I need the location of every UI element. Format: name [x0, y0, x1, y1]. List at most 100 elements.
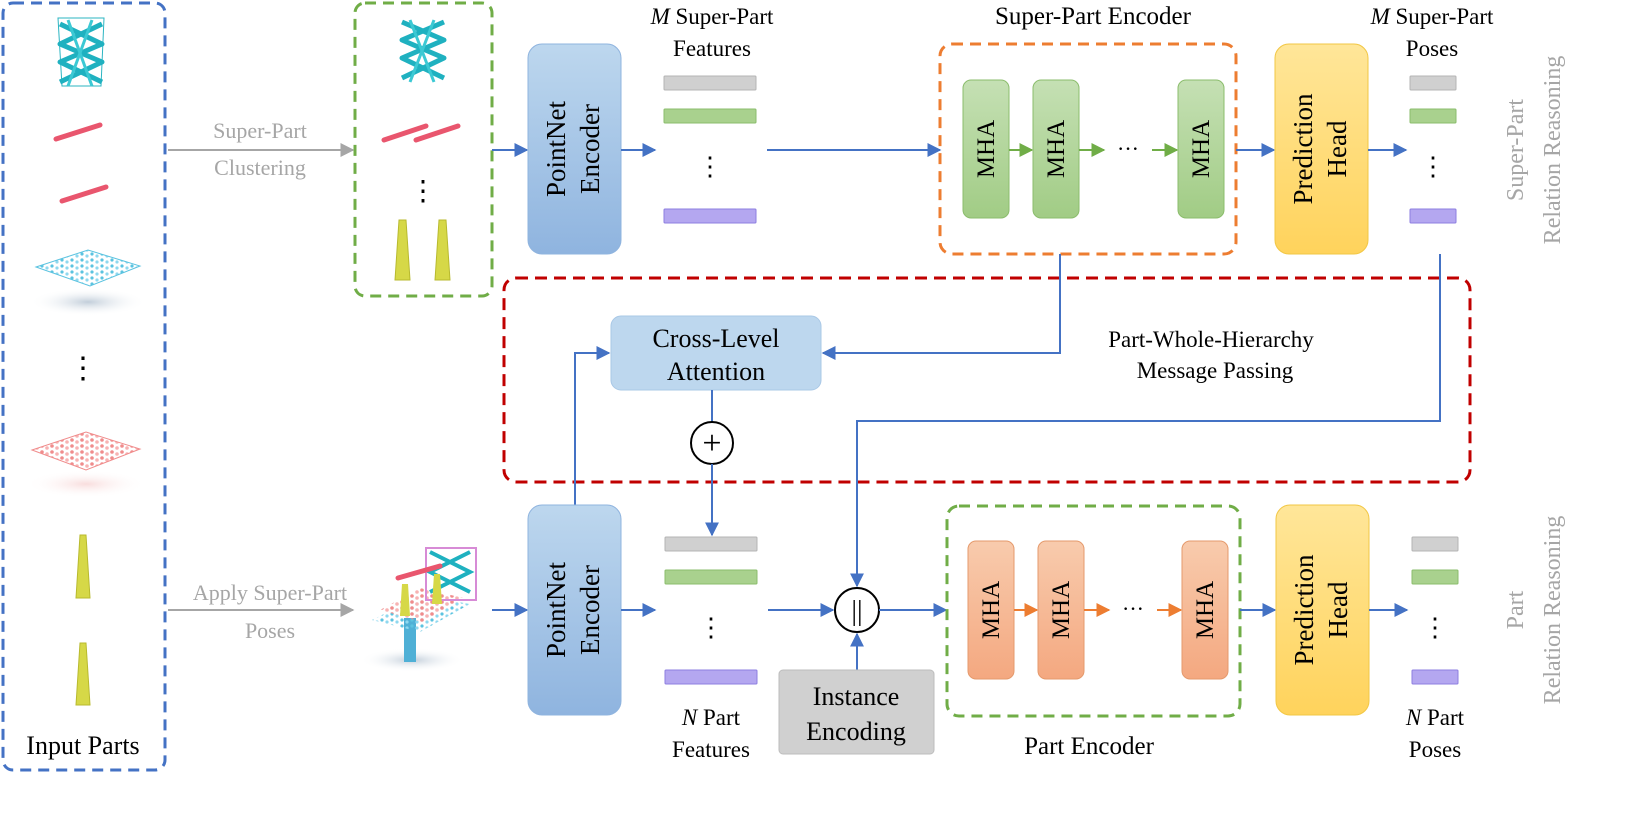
super-part-features-stack: ⋮	[663, 75, 757, 224]
cross-level-line2: Attention	[667, 357, 765, 386]
apply-poses-label-line2: Poses	[245, 618, 295, 643]
pose-bar-gray	[1409, 75, 1457, 91]
svg-text:M Super-Part: M Super-Part	[1370, 4, 1494, 29]
svg-text:MHA: MHA	[1192, 581, 1219, 639]
part-poses-stack: ⋮	[1411, 536, 1459, 685]
super-poses-header: M Super-Part Poses	[1370, 4, 1494, 61]
pointnet-top-line2: Encoder	[575, 104, 605, 194]
part-poses-footer: N Part Poses	[1405, 705, 1465, 762]
part-poses-line1: Part	[1421, 705, 1464, 730]
pose-bar-purple	[1409, 208, 1457, 224]
part-poses-symbol: N	[1405, 705, 1423, 730]
plus-symbol: +	[702, 425, 721, 462]
clustering-label-line1: Super-Part	[213, 118, 307, 143]
feature-bar-green	[663, 108, 757, 124]
pointnet-bottom-line2: Encoder	[575, 565, 605, 655]
svg-text:MHA: MHA	[978, 581, 1005, 639]
mha-block-bottom-2: MHA	[1037, 540, 1085, 680]
super-part-clusters-group: ⋮	[353, 1, 494, 298]
cluster-leg-icon	[394, 219, 411, 281]
feature-bar-purple	[663, 208, 757, 224]
cluster-armrest-icon	[413, 123, 461, 143]
head-top-line1: Prediction	[1288, 93, 1318, 204]
feature-bar-purple	[664, 669, 758, 685]
cluster-armrest-icon	[381, 123, 429, 143]
input-parts-dots: ⋮	[68, 352, 98, 385]
part-leg-icon	[75, 642, 91, 706]
instance-encoding: Instance Encoding	[778, 669, 935, 755]
concat-node: ||	[834, 587, 880, 633]
pose-bar-purple	[1411, 669, 1459, 685]
message-passing-line1: Part-Whole-Hierarchy	[1108, 327, 1314, 352]
cluster-chair-back-icon	[399, 19, 447, 83]
side-bottom-line2: Relation Reasoning	[1540, 516, 1566, 705]
svg-text:M Super-Part: M Super-Part	[650, 4, 774, 29]
part-leg-icon	[75, 534, 91, 599]
pose-bar-gray	[1411, 536, 1459, 552]
super-poses-line2: Poses	[1406, 36, 1458, 61]
plus-node: +	[690, 421, 734, 465]
arrow-pointnet-to-cross	[574, 346, 611, 505]
instance-encoding-line1: Instance	[813, 682, 900, 711]
clustering-label-line2: Clustering	[214, 155, 306, 180]
input-parts-group: ⋮ Input Parts	[1, 1, 167, 772]
pointnet-top-line1: PointNet	[541, 101, 571, 198]
svg-text:MHA: MHA	[1048, 581, 1075, 639]
super-features-line2: Features	[673, 36, 751, 61]
feature-bar-gray	[664, 536, 758, 552]
svg-text:N Part: N Part	[1405, 705, 1465, 730]
super-features-header: M Super-Part Features	[650, 4, 774, 61]
mha-block-bottom-1: MHA	[967, 540, 1015, 680]
part-seat-cyan-icon	[30, 249, 146, 316]
super-features-symbol: M	[650, 4, 672, 29]
part-features-footer: N Part Features	[672, 705, 750, 762]
super-part-clusters-box	[353, 1, 494, 298]
super-features-line1: Super-Part	[670, 4, 774, 29]
svg-text:MHA: MHA	[1188, 120, 1215, 178]
head-bottom-line2: Head	[1323, 581, 1353, 638]
svg-text:MHA: MHA	[973, 120, 1000, 178]
feature-bar-gray	[663, 75, 757, 91]
mha-ellipsis-top: ···	[1117, 136, 1139, 161]
prediction-head-top: Prediction Head	[1274, 43, 1369, 255]
side-top-line1: Super-Part	[1503, 99, 1529, 201]
super-part-poses-stack: ⋮	[1409, 75, 1457, 224]
pose-bar-green	[1409, 108, 1457, 124]
mha-block-top-2: MHA	[1032, 79, 1080, 219]
pointnet-encoder-top: PointNet Encoder	[527, 43, 622, 255]
side-label-top: Super-Part Relation Reasoning	[1503, 56, 1566, 245]
feature-bar-green	[664, 569, 758, 585]
concat-symbol: ||	[851, 596, 862, 627]
part-encoder-title: Part Encoder	[1024, 733, 1154, 760]
super-poses-dots: ⋮	[1420, 152, 1446, 181]
part-features-symbol: N	[681, 705, 699, 730]
assembled-chair-icon	[360, 547, 477, 672]
part-features-dots: ⋮	[698, 613, 724, 642]
part-chair-back-icon	[57, 17, 105, 87]
cross-level-line1: Cross-Level	[652, 324, 779, 353]
cross-level-attention: Cross-Level Attention	[610, 315, 822, 391]
input-parts-label: Input Parts	[26, 731, 139, 760]
arrow-encoder-to-cross	[821, 254, 1061, 360]
side-label-bottom: Part Relation Reasoning	[1503, 516, 1566, 705]
super-poses-line1: Super-Part	[1390, 4, 1494, 29]
super-poses-symbol: M	[1370, 4, 1392, 29]
mha-block-bottom-3: MHA	[1181, 540, 1229, 680]
svg-text:MHA: MHA	[1043, 120, 1070, 178]
super-part-encoder-title: Super-Part Encoder	[995, 3, 1192, 30]
part-features-stack: ⋮	[664, 536, 758, 685]
part-armrest-icon	[59, 184, 109, 204]
message-passing-box	[502, 276, 1472, 484]
instance-encoding-line2: Encoding	[806, 717, 906, 746]
part-seat-pink-icon	[26, 431, 146, 498]
side-top-line2: Relation Reasoning	[1540, 56, 1566, 245]
message-passing-line2: Message Passing	[1137, 358, 1294, 383]
super-part-encoder: Super-Part Encoder MHA MHA ··· MHA	[938, 3, 1238, 256]
mha-block-top-1: MHA	[962, 79, 1010, 219]
apply-poses-label-line1: Apply Super-Part	[193, 580, 347, 605]
part-poses-line2: Poses	[1409, 737, 1461, 762]
arrow-poses-to-concat	[850, 254, 1441, 588]
pointnet-bottom-line1: PointNet	[541, 562, 571, 659]
super-features-dots: ⋮	[697, 152, 723, 181]
mha-ellipsis-bottom: ···	[1122, 596, 1144, 621]
